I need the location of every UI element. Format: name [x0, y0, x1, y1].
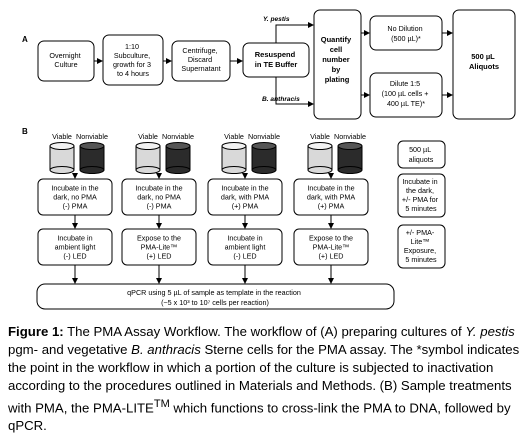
no-dilution-box	[369, 15, 443, 51]
viable-tube	[221, 142, 247, 174]
centrifuge-text: Centrifuge, Discard Supernatant	[181, 46, 220, 73]
quantify-text: Quantify cell number by plating	[321, 35, 354, 84]
caption-species-2: B. anthracis	[131, 342, 201, 357]
tube-pair: Viable Nonviable	[49, 132, 108, 174]
qpcr-box	[36, 283, 395, 310]
nonviable-label: Nonviable	[248, 132, 280, 141]
nonviable-label: Nonviable	[162, 132, 194, 141]
qpcr-text: qPCR using 5 µL of sample as template in…	[127, 288, 303, 307]
incubate-side-text: Incubate in the dark, +/- PMA for 5 minu…	[402, 177, 440, 213]
viable-tube	[307, 142, 333, 174]
viable-label: Viable	[138, 132, 158, 141]
aliquots-side-box	[397, 140, 446, 169]
subculture-text: 1:10 Subculture, growth for 3 to 4 hours	[113, 42, 153, 78]
dilute-text: Dilute 1:5 (100 µL cells + 400 µL TE)*	[382, 79, 431, 108]
aliquots-text: 500 µL Aliquots	[469, 52, 499, 71]
viable-label: Viable	[310, 132, 330, 141]
caption-lead: Figure 1:	[8, 324, 64, 339]
incubate-side-box	[397, 173, 446, 218]
viable-tube	[135, 142, 161, 174]
light-side-text: +/- PMA- Lite™ Exposure, 5 minutes	[404, 228, 438, 264]
tube-pairs: Viable Nonviable Viable Nonviable Viable Nonv…	[49, 132, 366, 174]
nonviable-label: Nonviable	[76, 132, 108, 141]
overnight-culture-text: Overnight Culture	[49, 51, 82, 69]
tube-pair: Viable Nonviable	[135, 132, 194, 174]
nonviable-tube	[337, 142, 363, 174]
y-pestis-label: Y. pestis	[263, 16, 290, 23]
viable-label: Viable	[52, 132, 72, 141]
nonviable-label: Nonviable	[334, 132, 366, 141]
light-side-box	[397, 224, 446, 269]
panel-b-label: B	[22, 127, 28, 136]
nonviable-tube	[165, 142, 191, 174]
caption-text-4: which functions to cross-link the PMA to…	[8, 400, 511, 434]
workflow-diagram: A Overnight Culture 1:10 Subculture, gro…	[22, 9, 516, 310]
caption-text-3: Sterne cells for the PMA assay. The *sym…	[8, 342, 520, 416]
tube-pair: Viable Nonviable	[307, 132, 366, 174]
figure-caption: Figure 1: The PMA Assay Workflow. The wo…	[8, 323, 526, 435]
viable-label: Viable	[224, 132, 244, 141]
no-dilution-text: No Dilution (500 µL)*	[387, 24, 424, 43]
viable-tube	[49, 142, 75, 174]
tube-pair: Viable Nonviable	[221, 132, 280, 174]
b-anthracis-label: B. anthracis	[262, 96, 300, 103]
caption-trademark: TM	[153, 398, 170, 410]
caption-species-1: Y. pestis	[465, 324, 515, 339]
quantify-box	[313, 9, 362, 120]
aliquots-box	[452, 9, 516, 120]
panel-a-label: A	[22, 35, 28, 44]
caption-text-1: The PMA Assay Workflow. The workflow of …	[63, 324, 466, 339]
resuspend-text: Resuspend in TE Buffer	[255, 50, 298, 69]
nonviable-tube	[79, 142, 105, 174]
panel-a-arrows	[94, 22, 453, 107]
subculture-box	[102, 34, 164, 86]
caption-text-2: pgm- and vegetative	[8, 342, 132, 357]
nonviable-tube	[251, 142, 277, 174]
aliquots-side-text: 500 µL aliquots	[409, 145, 434, 164]
